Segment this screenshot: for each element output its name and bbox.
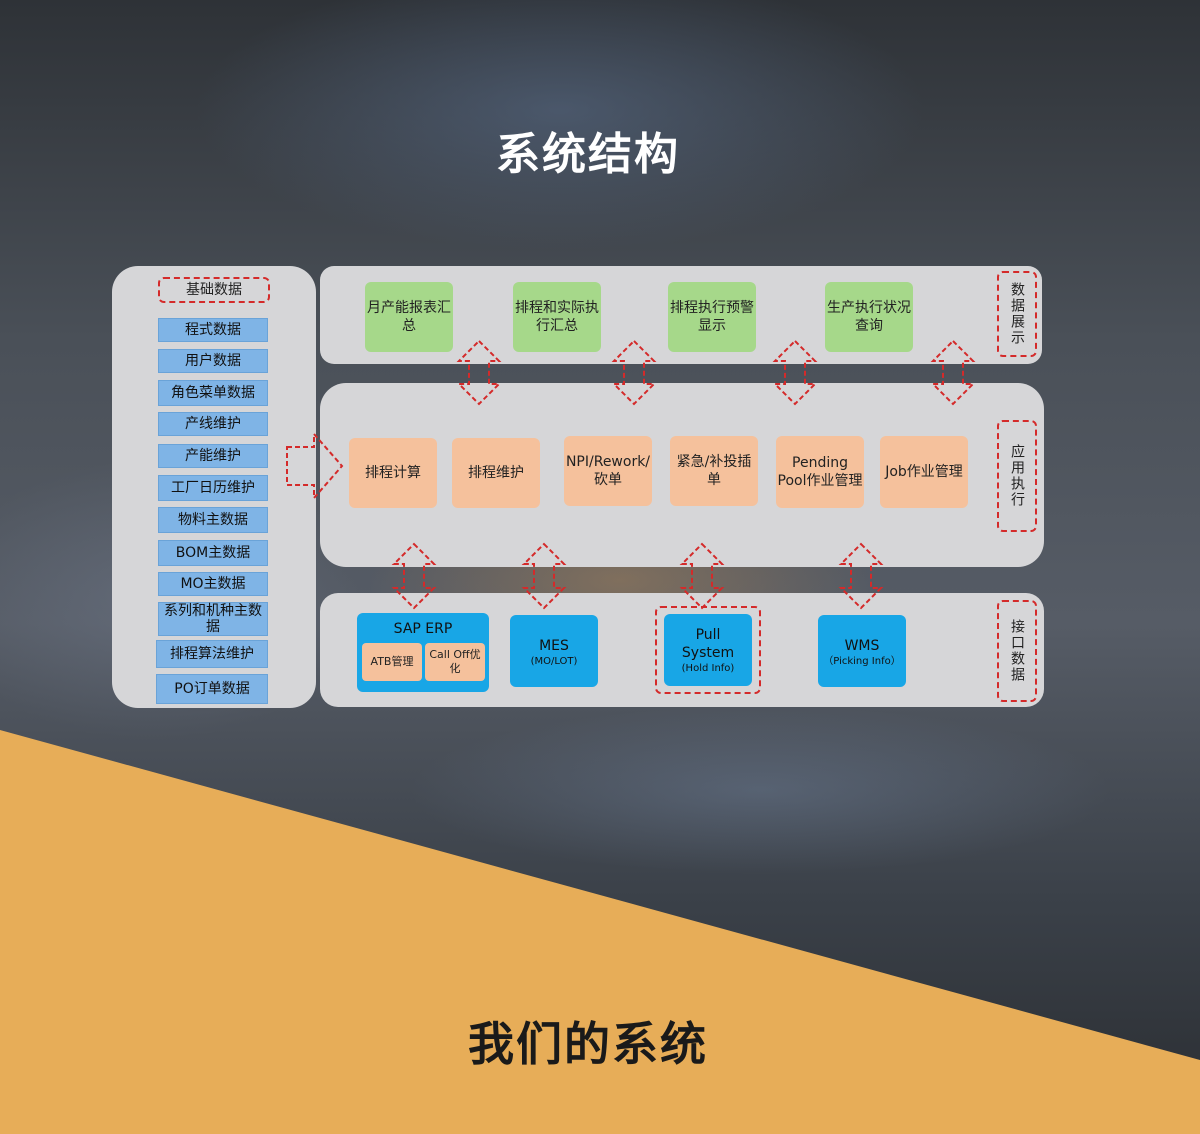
mes-sub: (MO/LOT) (530, 656, 578, 667)
base-item: 物料主数据 (158, 507, 268, 533)
wms-title: WMS (844, 638, 880, 654)
display-item: 排程执行预警显示 (668, 282, 756, 352)
base-item: BOM主数据 (158, 540, 268, 566)
app-item: 排程计算 (349, 438, 437, 508)
app-layer-label: 应用执行 (997, 420, 1037, 532)
double-arrow (679, 542, 725, 610)
display-item: 排程和实际执行汇总 (513, 282, 601, 352)
display-layer-label: 数据展示 (997, 271, 1037, 357)
app-item: Pending Pool作业管理 (776, 436, 864, 508)
base-data-label: 基础数据 (158, 277, 270, 303)
sap-erp-title: SAP ERP (393, 621, 453, 637)
display-item: 月产能报表汇总 (365, 282, 453, 352)
atb-box: ATB管理 (362, 643, 422, 681)
page-subtitle: 我们的系统 (468, 1017, 708, 1071)
app-item: NPI/Rework/砍单 (564, 436, 652, 506)
interface-layer-label: 接口数据 (997, 600, 1037, 702)
page-title: 系统结构 (496, 129, 680, 180)
pull-title: Pull System (681, 627, 735, 661)
base-item: 角色菜单数据 (158, 380, 268, 406)
base-item: 用户数据 (158, 349, 268, 373)
wms-box: WMS （Picking Info） (818, 615, 906, 687)
mes-box: MES (MO/LOT) (510, 615, 598, 687)
base-item: 产线维护 (158, 412, 268, 436)
base-item: MO主数据 (158, 572, 268, 596)
double-arrow (456, 339, 502, 406)
wms-sub: （Picking Info） (823, 656, 901, 667)
base-item: 系列和机种主数据 (158, 602, 268, 636)
base-item: 产能维护 (158, 444, 268, 468)
pull-system-highlight (655, 606, 761, 694)
double-arrow (521, 542, 567, 610)
calloff-box: Call Off优化 (425, 643, 485, 681)
pull-system-box: Pull System (Hold Info) (664, 614, 752, 686)
double-arrow (391, 542, 437, 610)
display-item: 生产执行状况查询 (825, 282, 913, 352)
pull-sub: (Hold Info) (681, 663, 735, 674)
double-arrow (930, 339, 976, 406)
double-arrow (772, 339, 818, 406)
mes-title: MES (539, 638, 569, 654)
app-item: 排程维护 (452, 438, 540, 508)
app-item: Job作业管理 (880, 436, 968, 508)
right-arrow (286, 431, 344, 501)
double-arrow (611, 339, 657, 406)
base-item: 工厂日历维护 (158, 475, 268, 501)
base-item: 程式数据 (158, 318, 268, 342)
base-item: 排程算法维护 (156, 640, 268, 668)
app-item: 紧急/补投插单 (670, 436, 758, 506)
base-item: PO订单数据 (156, 674, 268, 704)
double-arrow (838, 542, 884, 610)
